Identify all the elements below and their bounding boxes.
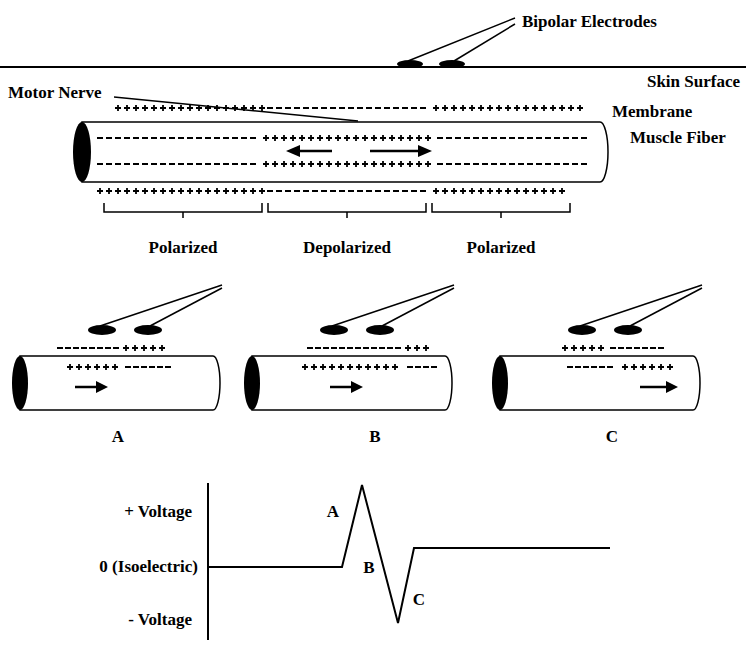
waveform (208, 485, 610, 623)
arrow-head (666, 381, 678, 393)
panel-letter: A (112, 427, 124, 447)
plus-charges (97, 188, 265, 194)
plus-charges (115, 105, 265, 111)
panel-letter: C (606, 427, 618, 447)
minus-charges (437, 163, 587, 165)
minus-charges (97, 163, 256, 165)
electrode-label: Bipolar Electrodes (522, 12, 657, 32)
electrode (397, 60, 423, 68)
plus-charges (123, 345, 165, 351)
panel-letter: B (369, 427, 380, 447)
propagation-arrow (75, 386, 98, 389)
region-label: Polarized (149, 238, 218, 258)
propagation-arrow (298, 150, 332, 153)
electrode-lead (408, 18, 515, 61)
region-label: Polarized (467, 238, 536, 258)
axis-label: 0 (Isoelectric) (99, 557, 198, 577)
electrode (439, 60, 465, 68)
plus-charges (622, 364, 673, 370)
minus-charges (567, 366, 613, 368)
voltage-axis (207, 483, 209, 640)
wave-point-label: A (327, 502, 339, 522)
plus-charges (433, 105, 583, 111)
propagation-arrow (330, 386, 353, 389)
plus-charges (302, 364, 398, 370)
fiber-panel (492, 285, 702, 410)
wave-point-label: B (363, 558, 374, 578)
fiber-panel (244, 285, 454, 410)
charge-layer (57, 105, 673, 370)
minus-charges (437, 137, 587, 139)
fiber-end (73, 122, 91, 182)
skin-line (0, 66, 746, 68)
electrode-lead (454, 24, 515, 61)
leader-line (114, 97, 358, 121)
bracket (104, 203, 570, 218)
fiber-label: Muscle Fiber (630, 128, 726, 148)
plus-charges (263, 135, 431, 141)
plus-charges (405, 345, 429, 351)
minus-charges (267, 107, 426, 109)
minus-charges (307, 347, 401, 349)
region-label: Depolarized (303, 238, 391, 258)
plus-charges (433, 188, 565, 194)
muscle-fiber (82, 122, 608, 182)
minus-charges (610, 347, 664, 349)
nerve-label: Motor Nerve (8, 83, 102, 103)
minus-charges (125, 366, 171, 368)
minus-charges (267, 190, 426, 192)
skin-label: Skin Surface (647, 72, 740, 92)
arrow-head (286, 145, 300, 157)
arrow-head (351, 381, 363, 393)
minus-charges (57, 347, 119, 349)
plus-charges (562, 345, 604, 351)
minus-charges (407, 366, 437, 368)
axis-label: + Voltage (124, 502, 192, 522)
minus-charges (97, 137, 256, 139)
axis-label: - Voltage (128, 610, 192, 630)
plus-charges (263, 161, 431, 167)
fiber-panel (12, 285, 222, 410)
membrane-label: Membrane (612, 102, 692, 122)
propagation-arrow (640, 386, 668, 389)
propagation-arrow (370, 150, 420, 153)
arrow-head (418, 145, 432, 157)
arrow-head (96, 381, 108, 393)
wave-point-label: C (413, 590, 425, 610)
plus-charges (67, 364, 118, 370)
